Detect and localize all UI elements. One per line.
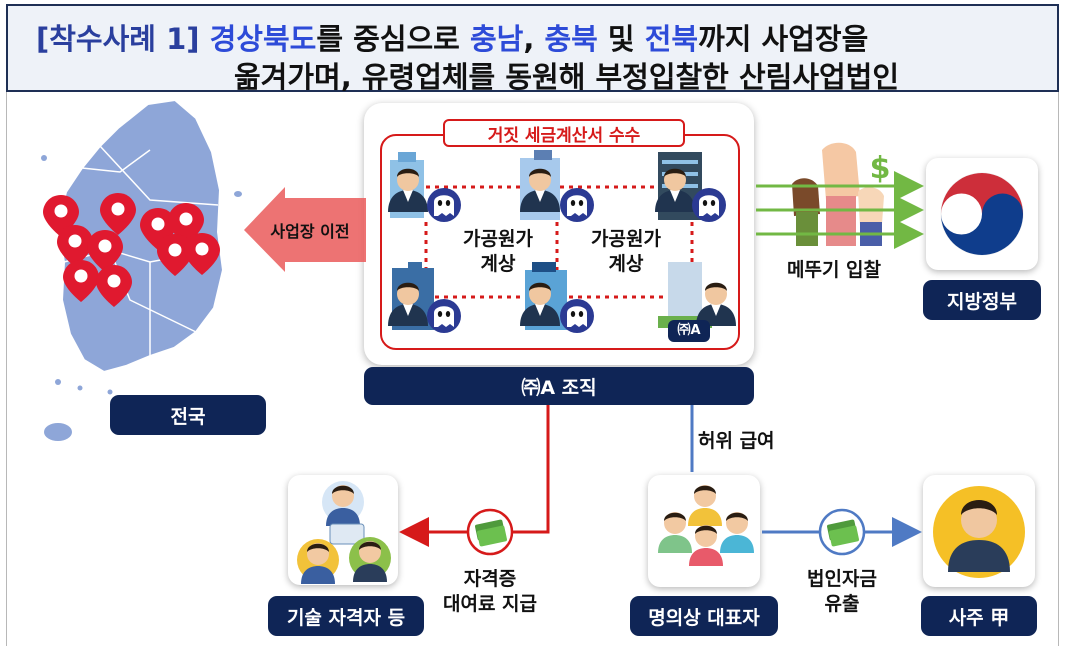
fund-outflow-label: 법인자금 유출 — [807, 568, 877, 615]
title-text: 및 — [597, 22, 645, 56]
title-line-1: [착수사례 1] 경상북도를 중심으로 충남, 충북 및 전북까지 사업장을 — [36, 16, 868, 58]
license-holders-label: 기술 자격자 등 — [268, 596, 424, 636]
organization-label: ㈜A 조직 — [364, 367, 754, 405]
nationwide-label: 전국 — [110, 395, 266, 435]
relocation-label: 사업장 이전 — [270, 222, 350, 241]
nominal-ceo-label: 명의상 대표자 — [630, 596, 778, 636]
money-icon — [818, 508, 866, 556]
relocation-arrow — [244, 187, 366, 272]
title-text: 를 중심으로 — [316, 22, 470, 56]
company-a-badge — [668, 320, 710, 342]
dollar-icon: $ — [870, 151, 891, 186]
region-chungnam: 충남 — [469, 22, 524, 56]
government-emblem-icon — [940, 172, 1024, 256]
grasshopper-bidding-label: 메뚜기 입찰 — [786, 259, 881, 281]
local-government-label: 지방정부 — [923, 280, 1041, 320]
inflated-cost-label-2: 가공원가 계상 — [591, 228, 661, 275]
korea-map-icon — [41, 98, 242, 441]
company-a-badge-text: ㈜A — [677, 323, 701, 338]
title-box: [착수사례 1] 경상북도를 중심으로 충남, 충북 및 전북까지 사업장을 옮… — [6, 4, 1059, 94]
owner-icon — [933, 486, 1025, 578]
nominal-ceo-group-icon — [658, 485, 754, 566]
region-chungbuk: 충북 — [544, 22, 598, 56]
license-fee-flow — [399, 405, 550, 547]
money-icon — [466, 508, 514, 556]
license-holders-icon — [297, 481, 391, 584]
inflated-cost-label-1: 가공원가 계상 — [463, 228, 533, 275]
fake-invoice-tag: 거짓 세금계산서 수수 — [443, 119, 685, 147]
bidding-arrows — [756, 171, 924, 249]
region-gyeongbuk: 경상북도 — [209, 22, 317, 56]
case-tag: [착수사례 1] — [36, 22, 200, 56]
title-text: , — [523, 22, 545, 56]
fake-salary-label: 허위 급여 — [698, 430, 775, 452]
license-fee-label: 자격증 대여료 지급 — [442, 568, 537, 615]
title-line-2: 옮겨가며, 유령업체를 동원해 부정입찰한 산림사업법인 — [234, 60, 900, 94]
title-text: 까지 사업장을 — [698, 22, 869, 56]
owner-label: 사주 甲 — [921, 596, 1037, 636]
region-jeonbuk: 전북 — [644, 22, 699, 56]
content-frame — [6, 92, 1059, 646]
